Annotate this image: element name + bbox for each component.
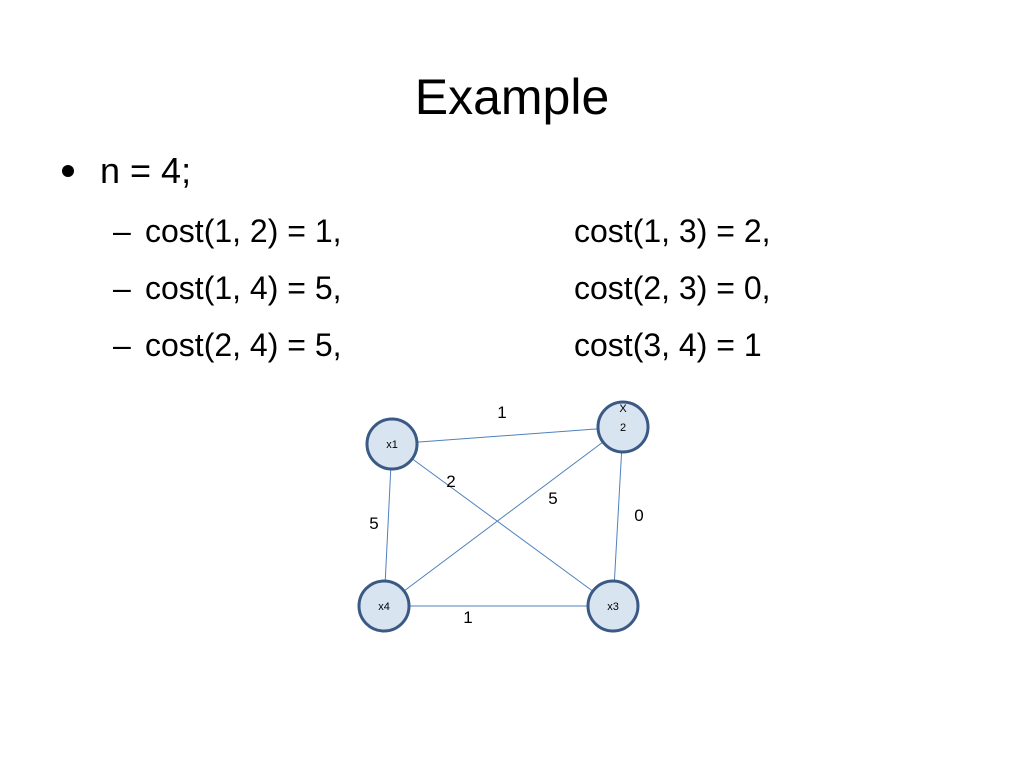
bullet-dot-icon <box>62 165 74 177</box>
cost-left: cost(1, 4) = 5, <box>145 270 342 306</box>
edge-x1-x3 <box>391 443 614 607</box>
edge-weight-x2-x3: 0 <box>634 506 643 525</box>
dash-icon: – <box>113 270 131 306</box>
edge-x2-x4 <box>383 426 624 607</box>
node-label-x2-line2: 2 <box>620 422 626 434</box>
edge-weight-x1-x3: 2 <box>446 472 455 491</box>
cost-right: cost(1, 3) = 2, <box>574 213 771 249</box>
node-label-x3: x3 <box>607 601 619 613</box>
bullet-item: n = 4; <box>58 148 191 194</box>
edge-x2-x3 <box>612 426 624 607</box>
edge-weight-x3-x4: 1 <box>463 608 472 627</box>
dash-icon: – <box>113 213 131 249</box>
cost-left: cost(2, 4) = 5, <box>145 327 342 363</box>
node-x1 <box>365 417 419 471</box>
node-x3 <box>586 579 640 633</box>
edge-x1-x4 <box>383 443 393 607</box>
cost-right: cost(2, 3) = 0, <box>574 270 771 306</box>
node-label-x2-line1: X <box>619 403 627 415</box>
node-label-x1: x1 <box>386 439 398 451</box>
cost-right: cost(3, 4) = 1 <box>574 327 762 363</box>
node-x4 <box>357 579 411 633</box>
dash-icon: – <box>113 327 131 363</box>
edge-weight-x2-x4: 5 <box>548 489 557 508</box>
edge-x1-x2 <box>391 426 624 445</box>
node-x2 <box>596 400 650 454</box>
slide-title: Example <box>414 69 610 125</box>
edge-weight-x1-x4: 5 <box>369 514 378 533</box>
bullet-text: n = 4; <box>100 150 192 191</box>
edge-weight-x1-x2: 1 <box>497 403 506 422</box>
node-label-x4: x4 <box>378 601 390 613</box>
cost-left: cost(1, 2) = 1, <box>145 213 342 249</box>
